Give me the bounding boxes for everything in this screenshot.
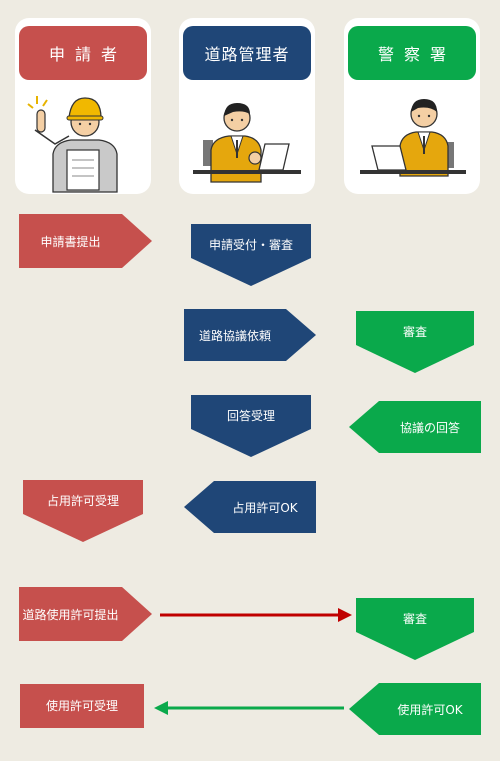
step-receive-review: 申請受付・審査 bbox=[191, 224, 311, 286]
step-label: 審査 bbox=[402, 325, 427, 339]
column-header-police: 警察署 bbox=[348, 26, 476, 80]
step-label: 審査 bbox=[402, 612, 427, 626]
step-label: 申請受付・審査 bbox=[208, 238, 293, 252]
step-label: 使用許可OK bbox=[397, 703, 463, 717]
step-consult-answer: 協議の回答 bbox=[349, 401, 481, 453]
step-occupancy-ok: 占用許可OK bbox=[184, 481, 316, 533]
businessman-laptop-icon bbox=[344, 84, 480, 194]
step-label: 占用許可OK bbox=[232, 501, 298, 515]
step-use-ok: 使用許可OK bbox=[349, 683, 481, 735]
step-road-use-submit: 道路使用許可提出 bbox=[19, 587, 152, 641]
column-header-applicant: 申請者 bbox=[19, 26, 147, 80]
column-road-admin: 道路管理者 bbox=[179, 18, 315, 194]
step-label: 道路協議依頼 bbox=[198, 329, 271, 343]
step-road-consult-request: 道路協議依頼 bbox=[184, 309, 316, 361]
step-label: 協議の回答 bbox=[399, 421, 460, 435]
column-header-road-admin: 道路管理者 bbox=[183, 26, 311, 80]
step-occupancy-received: 占用許可受理 bbox=[23, 480, 143, 542]
step-label: 使用許可受理 bbox=[45, 699, 118, 713]
step-label: 申請書提出 bbox=[40, 235, 101, 249]
worker-pointing-icon bbox=[15, 84, 151, 194]
businessman-laptop-icon bbox=[179, 84, 315, 194]
step-police-review-2: 審査 bbox=[356, 598, 474, 660]
step-label: 占用許可受理 bbox=[46, 494, 119, 508]
step-submit-application: 申請書提出 bbox=[19, 214, 152, 268]
step-answer-received: 回答受理 bbox=[191, 395, 311, 457]
step-label: 道路使用許可提出 bbox=[22, 608, 119, 622]
column-police: 警察署 bbox=[344, 18, 480, 194]
step-label: 回答受理 bbox=[226, 409, 275, 423]
step-police-review-1: 審査 bbox=[356, 311, 474, 373]
step-use-received: 使用許可受理 bbox=[20, 684, 144, 728]
column-applicant: 申請者 bbox=[15, 18, 151, 194]
